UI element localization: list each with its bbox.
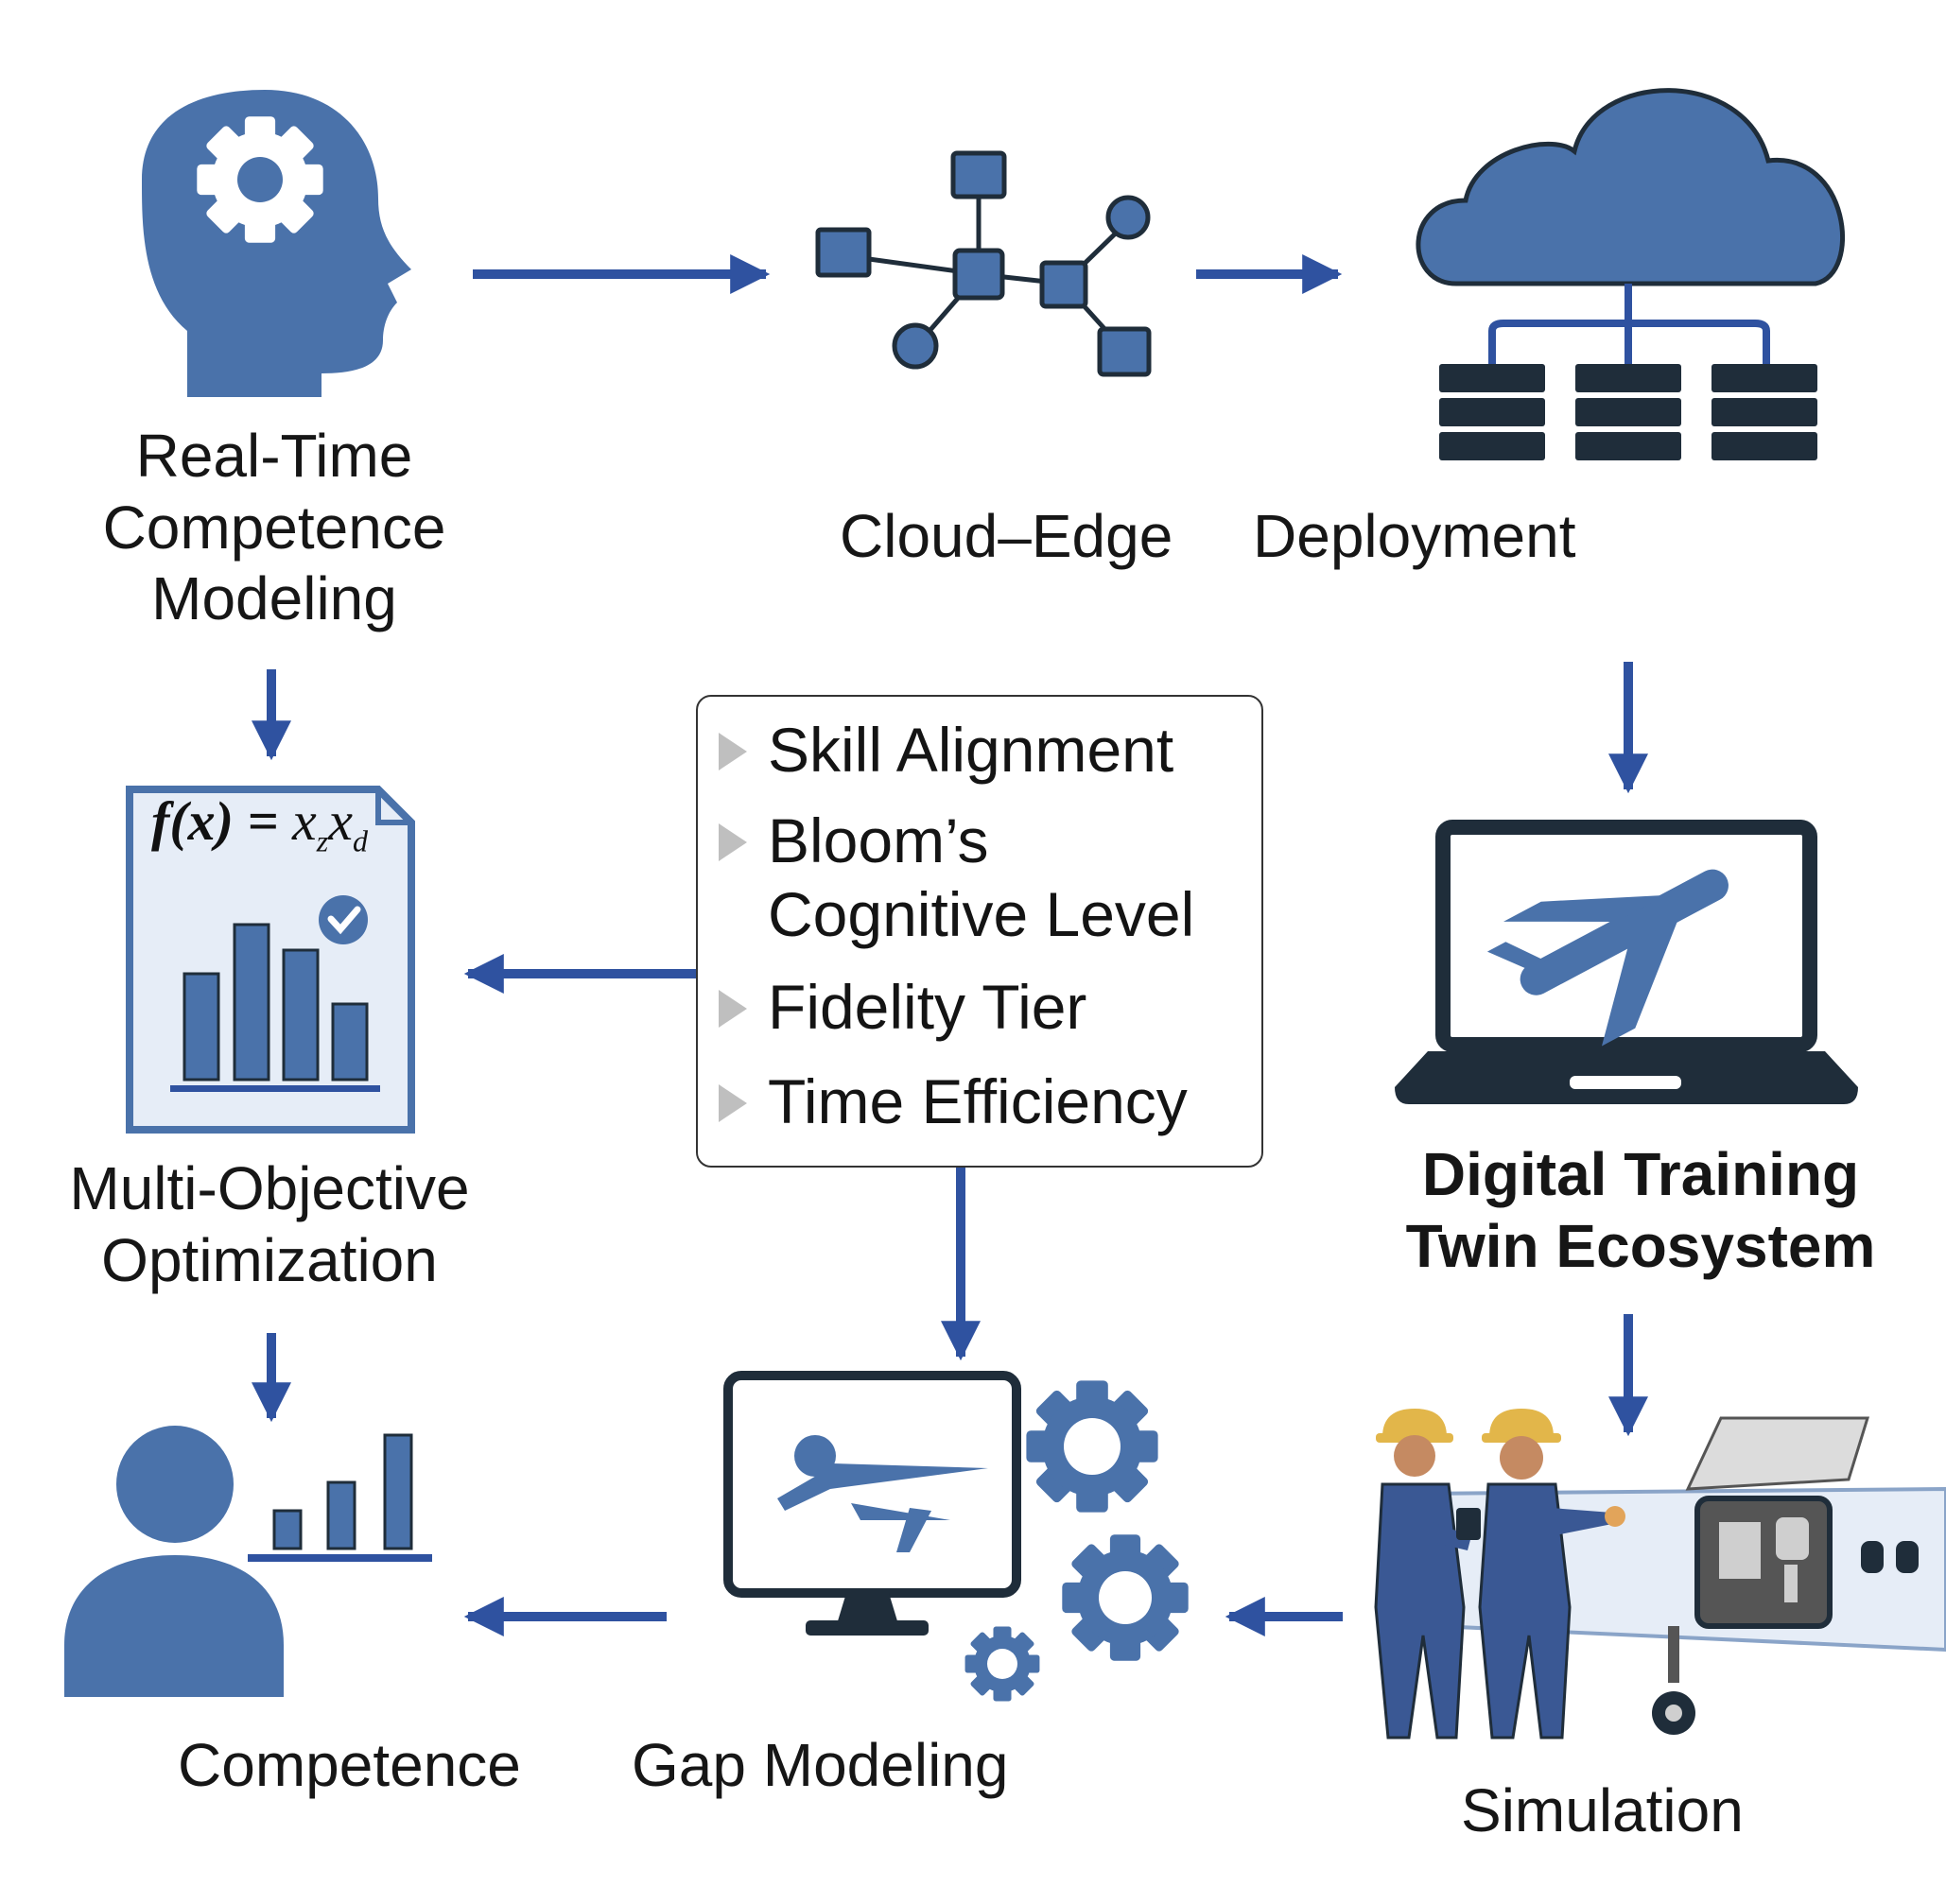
digital-training-twin-ecosystem-label: Digital Training Twin Ecosystem	[1376, 1139, 1905, 1282]
criterion-label: Bloom’s	[768, 805, 989, 875]
criterion-label: Fidelity Tier	[768, 972, 1087, 1042]
simulation-label: Simulation	[1461, 1776, 1744, 1844]
label-line: Optimization	[101, 1225, 438, 1294]
criterion-label: Skill Alignment	[768, 715, 1174, 785]
engineers-aircraft-icon	[1374, 1409, 1946, 1740]
formula-var-1: x	[292, 790, 317, 852]
label-line: Competence	[102, 493, 446, 562]
network-nodes-icon	[815, 150, 1152, 377]
real-time-competence-modeling-label: Real-Time Competence Modeling	[66, 421, 482, 635]
deployment-label: Deployment	[1253, 502, 1576, 570]
label-line: Twin Ecosystem	[1405, 1211, 1876, 1280]
competence-label: Competence	[178, 1731, 521, 1799]
bullet-triangle-icon	[719, 823, 747, 861]
flow-arrows	[252, 254, 1648, 1636]
formula-sub-2: d	[352, 823, 368, 858]
criteria-box: Skill Alignment Bloom’s Cognitive Level …	[696, 695, 1263, 1168]
label-line: Real-Time	[135, 422, 413, 490]
person-chart-icon	[64, 1426, 432, 1697]
formula-var-2: x	[328, 790, 353, 852]
formula-lhs: f(x) =	[151, 790, 292, 852]
laptop-airplane-icon	[1395, 820, 1858, 1104]
monitor-gears-icon	[723, 1371, 1189, 1702]
formula-sub-1: z	[316, 823, 329, 858]
bullet-triangle-icon	[719, 990, 747, 1028]
label-line: Modeling	[151, 564, 397, 633]
label-line: Digital Training	[1421, 1140, 1860, 1208]
objective-formula: f(x) = xzxd	[151, 789, 368, 859]
label-line: Multi-Objective	[69, 1154, 470, 1222]
chart-document-icon	[126, 786, 415, 1134]
bullet-triangle-icon	[719, 733, 747, 770]
criterion-label: Cognitive Level	[768, 879, 1195, 949]
bullet-triangle-icon	[719, 1084, 747, 1122]
cloud-edge-label: Cloud–Edge	[840, 502, 1173, 570]
head-with-gear-icon	[142, 90, 411, 397]
criterion-label: Time Efficiency	[768, 1066, 1188, 1136]
multi-objective-optimization-label: Multi-Objective Optimization	[19, 1153, 520, 1296]
cloud-servers-icon	[1416, 88, 1845, 460]
gap-modeling-label: Gap Modeling	[632, 1731, 1009, 1799]
